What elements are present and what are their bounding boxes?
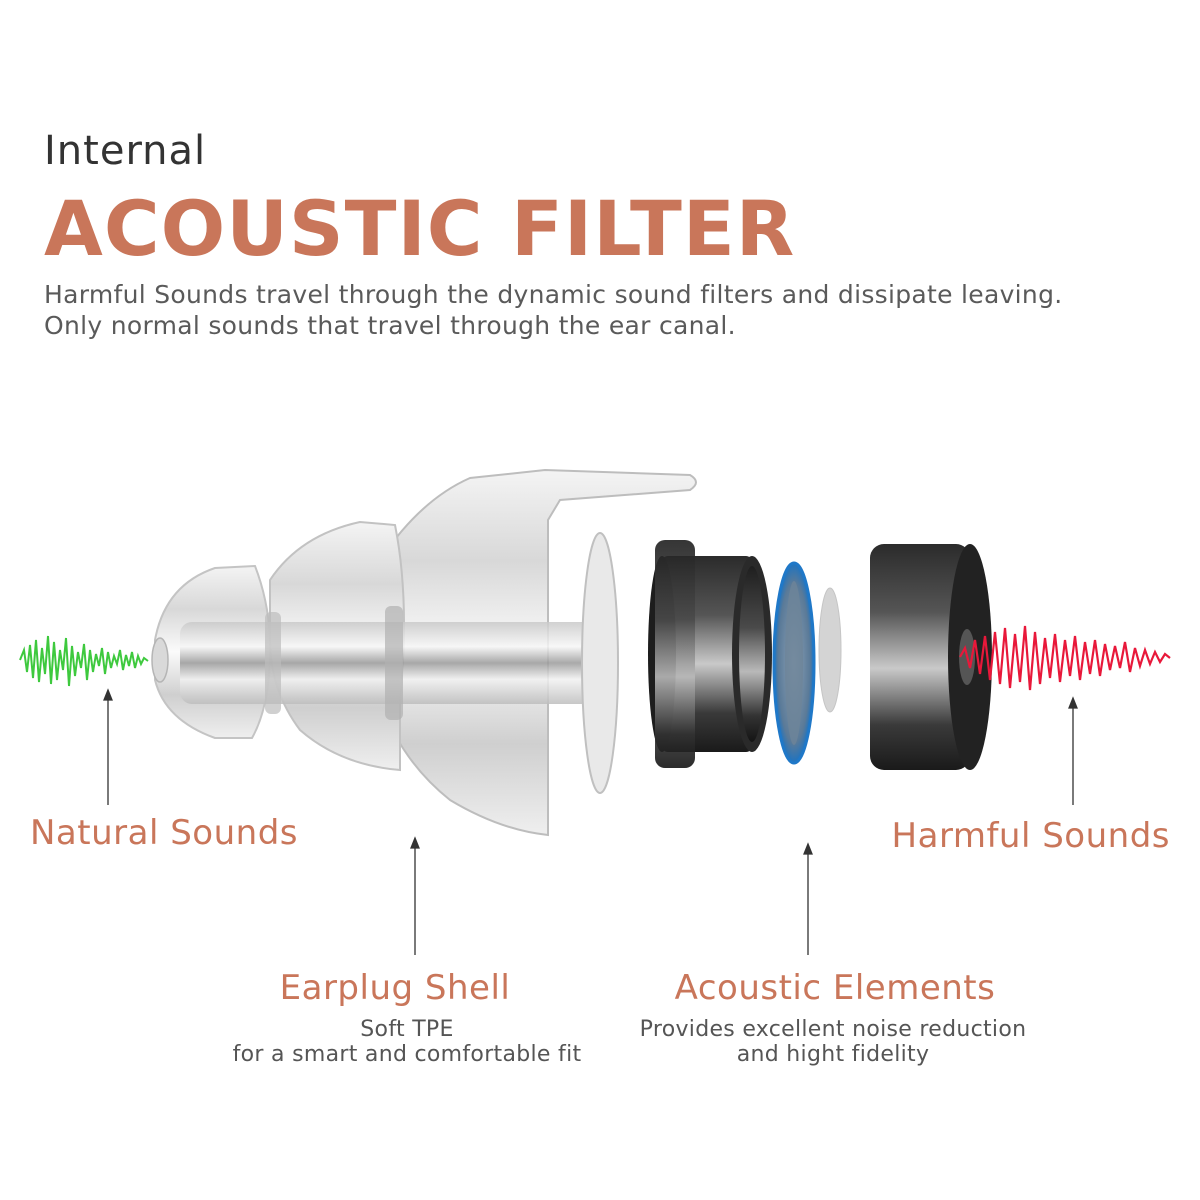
natural-sounds-label: Natural Sounds bbox=[30, 813, 298, 853]
harmful-sound-waveform bbox=[959, 625, 1171, 691]
description-line-2: Only normal sounds that travel through t… bbox=[44, 311, 736, 340]
acoustic-elements-description-1: Provides excellent noise reduction bbox=[639, 1017, 1027, 1042]
natural-sound-waveform bbox=[19, 635, 149, 687]
earplug-shell-description: for a smart and comfortable fit bbox=[232, 1042, 582, 1067]
acoustic-elements-description-2: and hight fidelity bbox=[736, 1042, 930, 1067]
earplug-shell-title: Earplug Shell bbox=[279, 968, 511, 1008]
filter-cup bbox=[648, 540, 772, 768]
earplug-shell-material: Soft TPE bbox=[360, 1017, 454, 1042]
harmful-sounds-label: Harmful Sounds bbox=[891, 816, 1170, 856]
acoustic-elements-title: Acoustic Elements bbox=[674, 968, 996, 1008]
description-line-1: Harmful Sounds travel through the dynami… bbox=[44, 280, 1063, 309]
earplug-shell bbox=[151, 468, 697, 837]
filter-end-cap bbox=[870, 544, 992, 770]
pre-title: Internal bbox=[44, 128, 207, 174]
white-filter-disc bbox=[818, 587, 842, 713]
acoustic-membrane-disc bbox=[772, 561, 816, 765]
page-title: ACOUSTIC FILTER bbox=[44, 184, 796, 273]
pointer-arrows bbox=[103, 688, 1078, 955]
